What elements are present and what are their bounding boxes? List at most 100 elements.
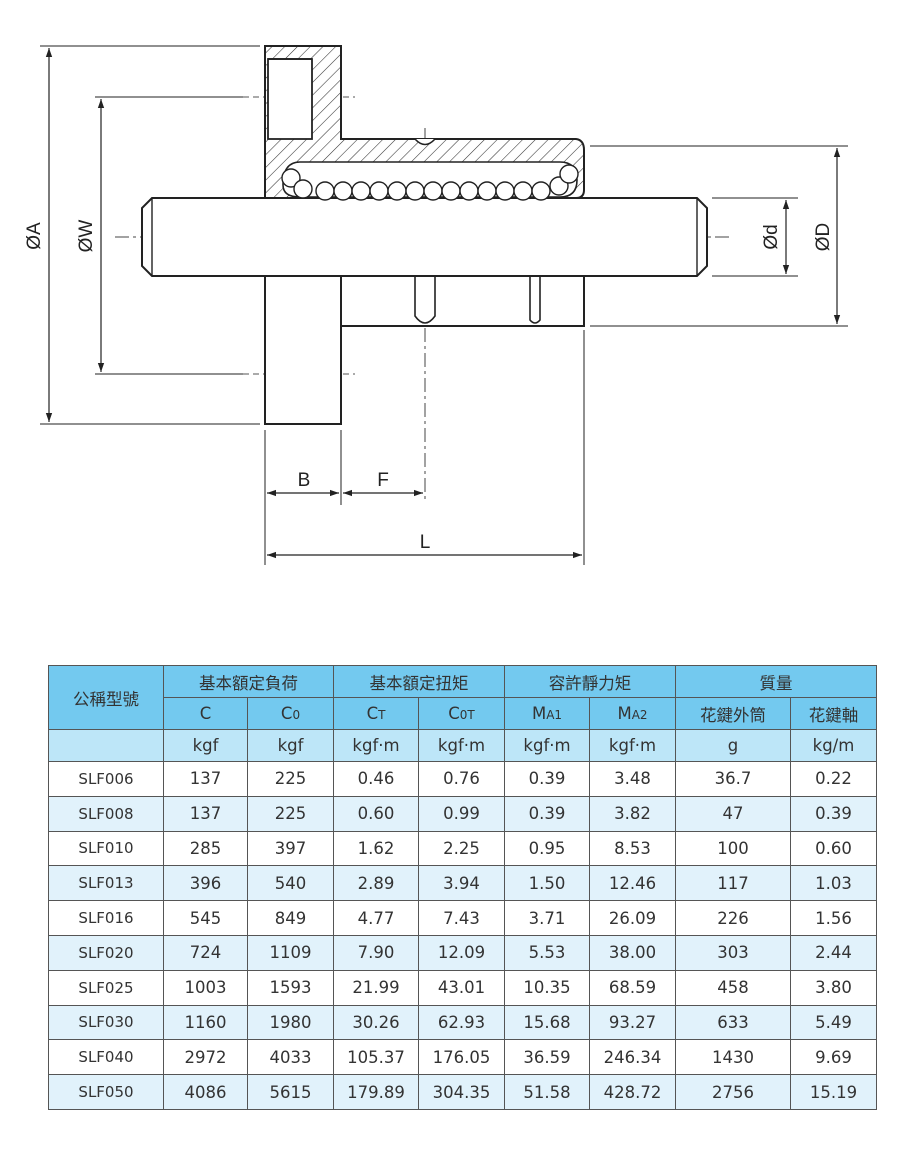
table-cell: 43.01 [418,969,505,1006]
table-cell: 0.60 [790,830,877,867]
header-static-moment: 容許靜力矩 [504,665,676,698]
table-cell: 12.46 [589,865,676,902]
table-cell: 2756 [675,1074,791,1110]
table-cell: 1109 [247,934,334,971]
cell-model: SLF006 [48,761,164,797]
table-cell: 38.00 [589,934,676,971]
table-cell: 1593 [247,969,334,1006]
table-cell: 93.27 [589,1004,676,1041]
table-row: SLF016 545 849 4.77 7.43 3.71 26.09 226 … [48,900,877,936]
cell-model: SLF040 [48,1039,164,1076]
dim-label-l: L [420,532,431,553]
table-cell: 0.22 [790,761,877,797]
table-header-row-units: kgf kgf kgf·m kgf·m kgf·m kgf·m g kg/m [48,729,877,762]
table-cell: 15.68 [504,1004,590,1041]
table-cell: 1003 [163,969,248,1006]
table-row: SLF013 396 540 2.89 3.94 1.50 12.46 117 … [48,865,877,902]
outer-cylinder-lower [340,275,585,327]
table-cell: 246.34 [589,1039,676,1076]
table-cell: 7.90 [333,934,419,971]
header-basic-load-rating: 基本額定負荷 [163,665,334,698]
table-cell: 1980 [247,1004,334,1041]
dim-label-dia-a: ØA [24,222,45,250]
table-cell: 137 [163,761,248,797]
table-cell: 633 [675,1004,791,1041]
table-cell: 3.94 [418,865,505,902]
table-cell: 9.69 [790,1039,877,1076]
header-ma1: MA1 [504,697,590,730]
ball-bearings [281,164,579,201]
table-cell: 68.59 [589,969,676,1006]
table-cell: 396 [163,865,248,902]
table-cell: 1430 [675,1039,791,1076]
table-cell: 545 [163,900,248,936]
dim-label-f: F [377,470,389,491]
header-model: 公稱型號 [48,665,164,730]
table-row: SLF010 285 397 1.62 2.25 0.95 8.53 100 0… [48,830,877,867]
table-cell: 30.26 [333,1004,419,1041]
table-cell: 36.7 [675,761,791,797]
table-row: SLF050 4086 5615 179.89 304.35 51.58 428… [48,1074,877,1110]
table-cell: 1.56 [790,900,877,936]
table-cell: 303 [675,934,791,971]
table-cell: 3.71 [504,900,590,936]
unit-cell [48,729,164,762]
dim-label-b: B [298,470,311,491]
table-cell: 62.93 [418,1004,505,1041]
table-cell: 397 [247,830,334,867]
cell-model: SLF008 [48,795,164,832]
cell-model: SLF010 [48,830,164,867]
header-ct: CT [333,697,419,730]
header-c0t: C0T [418,697,505,730]
unit-cell: kgf·m [504,729,590,762]
table-cell: 1.03 [790,865,877,902]
table-row: SLF030 1160 1980 30.26 62.93 15.68 93.27… [48,1004,877,1041]
table-cell: 5.49 [790,1004,877,1041]
table-cell: 1.50 [504,865,590,902]
cell-model: SLF030 [48,1004,164,1041]
table-cell: 47 [675,795,791,832]
table-cell: 4086 [163,1074,248,1110]
unit-cell: g [675,729,791,762]
header-ma2: MA2 [589,697,676,730]
table-cell: 0.39 [504,761,590,797]
flange-section-upper [264,45,585,199]
dim-label-dia-w: ØW [76,220,97,253]
header-mass-outer: 花鍵外筒 [675,697,791,730]
table-cell: 8.53 [589,830,676,867]
extension-lines [40,45,848,565]
table-cell: 105.37 [333,1039,419,1076]
spec-table: 公稱型號 基本額定負荷 基本額定扭矩 容許靜力矩 質量 C C0 CT C0T … [48,665,877,1110]
table-row: SLF006 137 225 0.46 0.76 0.39 3.48 36.7 … [48,761,877,797]
unit-cell: kgf·m [418,729,505,762]
table-cell: 176.05 [418,1039,505,1076]
table-cell: 5615 [247,1074,334,1110]
table-row: SLF040 2972 4033 105.37 176.05 36.59 246… [48,1039,877,1076]
unit-cell: kgf [247,729,334,762]
table-cell: 100 [675,830,791,867]
table-cell: 724 [163,934,248,971]
dim-label-dia-d-small: Ød [761,224,782,249]
technical-drawing: ØA ØW Ød ØD B F L [24,45,848,565]
table-cell: 5.53 [504,934,590,971]
table-cell: 849 [247,900,334,936]
table-cell: 225 [247,761,334,797]
cell-model: SLF013 [48,865,164,902]
cell-model: SLF025 [48,969,164,1006]
table-cell: 304.35 [418,1074,505,1110]
unit-cell: kgf·m [333,729,419,762]
header-mass-shaft: 花鍵軸 [790,697,877,730]
table-cell: 3.48 [589,761,676,797]
table-cell: 26.09 [589,900,676,936]
table-cell: 51.58 [504,1074,590,1110]
table-cell: 0.99 [418,795,505,832]
table-cell: 117 [675,865,791,902]
table-cell: 540 [247,865,334,902]
header-c0: C0 [247,697,334,730]
table-row: SLF008 137 225 0.60 0.99 0.39 3.82 47 0.… [48,795,877,832]
table-cell: 15.19 [790,1074,877,1110]
table-cell: 2.89 [333,865,419,902]
flange-lower [264,275,342,425]
unit-cell: kgf·m [589,729,676,762]
table-cell: 137 [163,795,248,832]
